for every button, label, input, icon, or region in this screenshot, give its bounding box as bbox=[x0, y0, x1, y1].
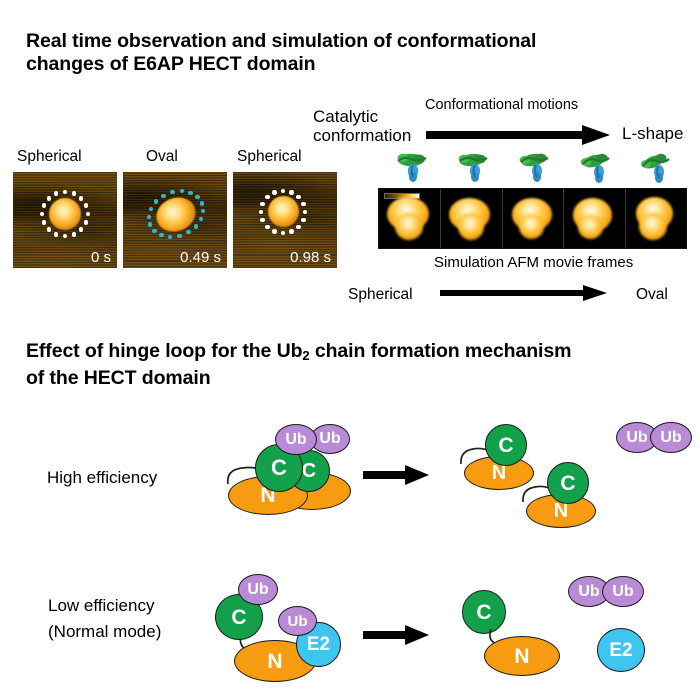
outline-ring-oval-2 bbox=[123, 172, 227, 268]
timestamp-2: 0.49 s bbox=[180, 249, 221, 266]
monomer-2-c-label: C bbox=[560, 471, 576, 495]
sim-blob-bottom-2 bbox=[457, 213, 484, 240]
afm-frame-2: 0.49 s bbox=[123, 172, 227, 268]
sim-frame-1 bbox=[379, 189, 441, 248]
row-label-low-efficiency-line2: (Normal mode) bbox=[48, 622, 162, 641]
outline-ring-spherical-3 bbox=[233, 172, 337, 268]
panel-b-heading-line2: of the HECT domain bbox=[26, 367, 211, 389]
spherical-bottom-label: Spherical bbox=[348, 286, 413, 303]
monomer-2-n-label: N bbox=[553, 500, 569, 522]
oval-bottom-label: Oval bbox=[636, 286, 668, 303]
catalytic-conformation-label: Catalytic conformation bbox=[313, 107, 411, 145]
panel-a-heading-line2: changes of E6AP HECT domain bbox=[26, 53, 316, 75]
ub-chain-unit-1-label: Ub bbox=[626, 428, 648, 446]
protein-ribbon-2 bbox=[458, 153, 488, 182]
low-ub-chain-unit-2: Ub bbox=[602, 576, 644, 607]
panel-b-heading-line1-post: chain formation mechanism bbox=[309, 340, 572, 362]
low-ub-chain-unit-1-label: Ub bbox=[578, 582, 600, 600]
experimental-afm-panel-group: 0 s Spherical 0.49 s Oval 0.98 s Spheric… bbox=[13, 148, 337, 268]
shape-caption-3: Spherical bbox=[237, 148, 302, 165]
monomer-1-n-label: N bbox=[491, 462, 507, 484]
row-label-high-efficiency: High efficiency bbox=[47, 468, 158, 487]
low-ub-on-e2: Ub bbox=[278, 606, 317, 636]
sim-blob-bottom-5 bbox=[639, 213, 668, 240]
sim-blob-bottom-3 bbox=[518, 214, 544, 239]
panel-b-heading-line1: Effect of hinge loop for the Ub2 chain f… bbox=[26, 340, 686, 367]
ub-left-label: Ub bbox=[285, 430, 307, 448]
conformational-motions-label: Conformational motions bbox=[425, 97, 579, 113]
low-product-n-label: N bbox=[514, 644, 530, 668]
ub-right-label: Ub bbox=[319, 430, 341, 447]
spherical-to-oval-arrow bbox=[440, 284, 615, 302]
sim-frame-3 bbox=[503, 189, 565, 248]
low-released-e2-label: E2 bbox=[609, 639, 633, 661]
simulation-caption: Simulation AFM movie frames bbox=[434, 254, 634, 271]
sim-frame-4 bbox=[564, 189, 626, 248]
outline-ring-spherical-1 bbox=[13, 172, 117, 268]
ub-chain-unit-2-label: Ub bbox=[660, 428, 682, 446]
low-product-n-lobe: N bbox=[484, 636, 560, 676]
simulation-afm-movie-panel bbox=[378, 188, 687, 249]
low-ub-on-c: Ub bbox=[238, 574, 278, 605]
c-lobe-front-label: C bbox=[271, 455, 287, 480]
panel-b-heading: Effect of hinge loop for the Ub2 chain f… bbox=[26, 340, 686, 390]
protein-ribbon-5 bbox=[641, 153, 670, 183]
timestamp-3: 0.98 s bbox=[290, 249, 331, 266]
high-efficiency-right-products: N C N C Ub Ub bbox=[440, 418, 692, 538]
low-efficiency-left-complex: C Ub N E2 Ub bbox=[210, 562, 350, 682]
afm-frame-1: 0 s bbox=[13, 172, 117, 268]
high-efficiency-left-complex: N C C Ub Ub bbox=[218, 424, 351, 524]
monomer-1-c-label: C bbox=[498, 433, 514, 457]
shape-caption-1: Spherical bbox=[17, 148, 82, 165]
row-label-low-efficiency: Low efficiency (Normal mode) bbox=[48, 593, 161, 645]
panel-a-heading: Real time observation and simulation of … bbox=[26, 30, 666, 76]
catalytic-conformation-line1: Catalytic bbox=[313, 107, 379, 126]
protein-ribbon-4 bbox=[580, 153, 610, 183]
shape-caption-2: Oval bbox=[146, 148, 178, 165]
protein-ribbon-3 bbox=[519, 153, 549, 182]
l-shape-label: L-shape bbox=[622, 124, 684, 143]
sim-frame-5 bbox=[626, 189, 686, 248]
low-efficiency-reaction-arrow bbox=[363, 625, 435, 645]
molecule-blob-1 bbox=[49, 198, 81, 230]
low-e2-label: E2 bbox=[306, 634, 331, 655]
low-product-c-label: C bbox=[476, 600, 492, 624]
panel-b-heading-line1-pre: Effect of hinge loop for the Ub bbox=[26, 340, 303, 362]
row-label-low-efficiency-line1: Low efficiency bbox=[48, 596, 155, 615]
low-ub-on-e2-label: Ub bbox=[287, 612, 308, 630]
molecule-blob-3 bbox=[268, 196, 299, 227]
panel-b-heading-subscript: 2 bbox=[302, 348, 310, 363]
monomer-2-c-lobe: C bbox=[547, 462, 589, 504]
protein-ribbon-1 bbox=[397, 153, 427, 182]
high-efficiency-reaction-arrow bbox=[363, 465, 435, 485]
afm-frame-3: 0.98 s bbox=[233, 172, 337, 268]
timestamp-1: 0 s bbox=[90, 249, 111, 266]
monomer-1-c-lobe: C bbox=[485, 424, 527, 466]
ub-chain-unit-2: Ub bbox=[650, 422, 692, 453]
ub-left: Ub bbox=[275, 424, 317, 455]
sim-frame-2 bbox=[441, 189, 503, 248]
panel-a-heading-line1: Real time observation and simulation of … bbox=[26, 30, 537, 52]
catalytic-conformation-line2: conformation bbox=[313, 126, 412, 145]
low-ub-chain-unit-2-label: Ub bbox=[612, 582, 634, 600]
low-released-e2: E2 bbox=[597, 628, 645, 672]
low-efficiency-right-products: C N Ub Ub E2 bbox=[440, 568, 690, 688]
c-lobe-back-label: C bbox=[301, 460, 317, 482]
low-c-lobe-label: C bbox=[231, 605, 247, 629]
low-n-lobe-label: N bbox=[267, 649, 283, 673]
low-ub-on-c-label: Ub bbox=[247, 580, 269, 598]
sim-blob-bottom-4 bbox=[578, 215, 604, 239]
sim-blob-bottom-1 bbox=[395, 213, 423, 240]
conformational-motions-arrow bbox=[426, 125, 611, 145]
